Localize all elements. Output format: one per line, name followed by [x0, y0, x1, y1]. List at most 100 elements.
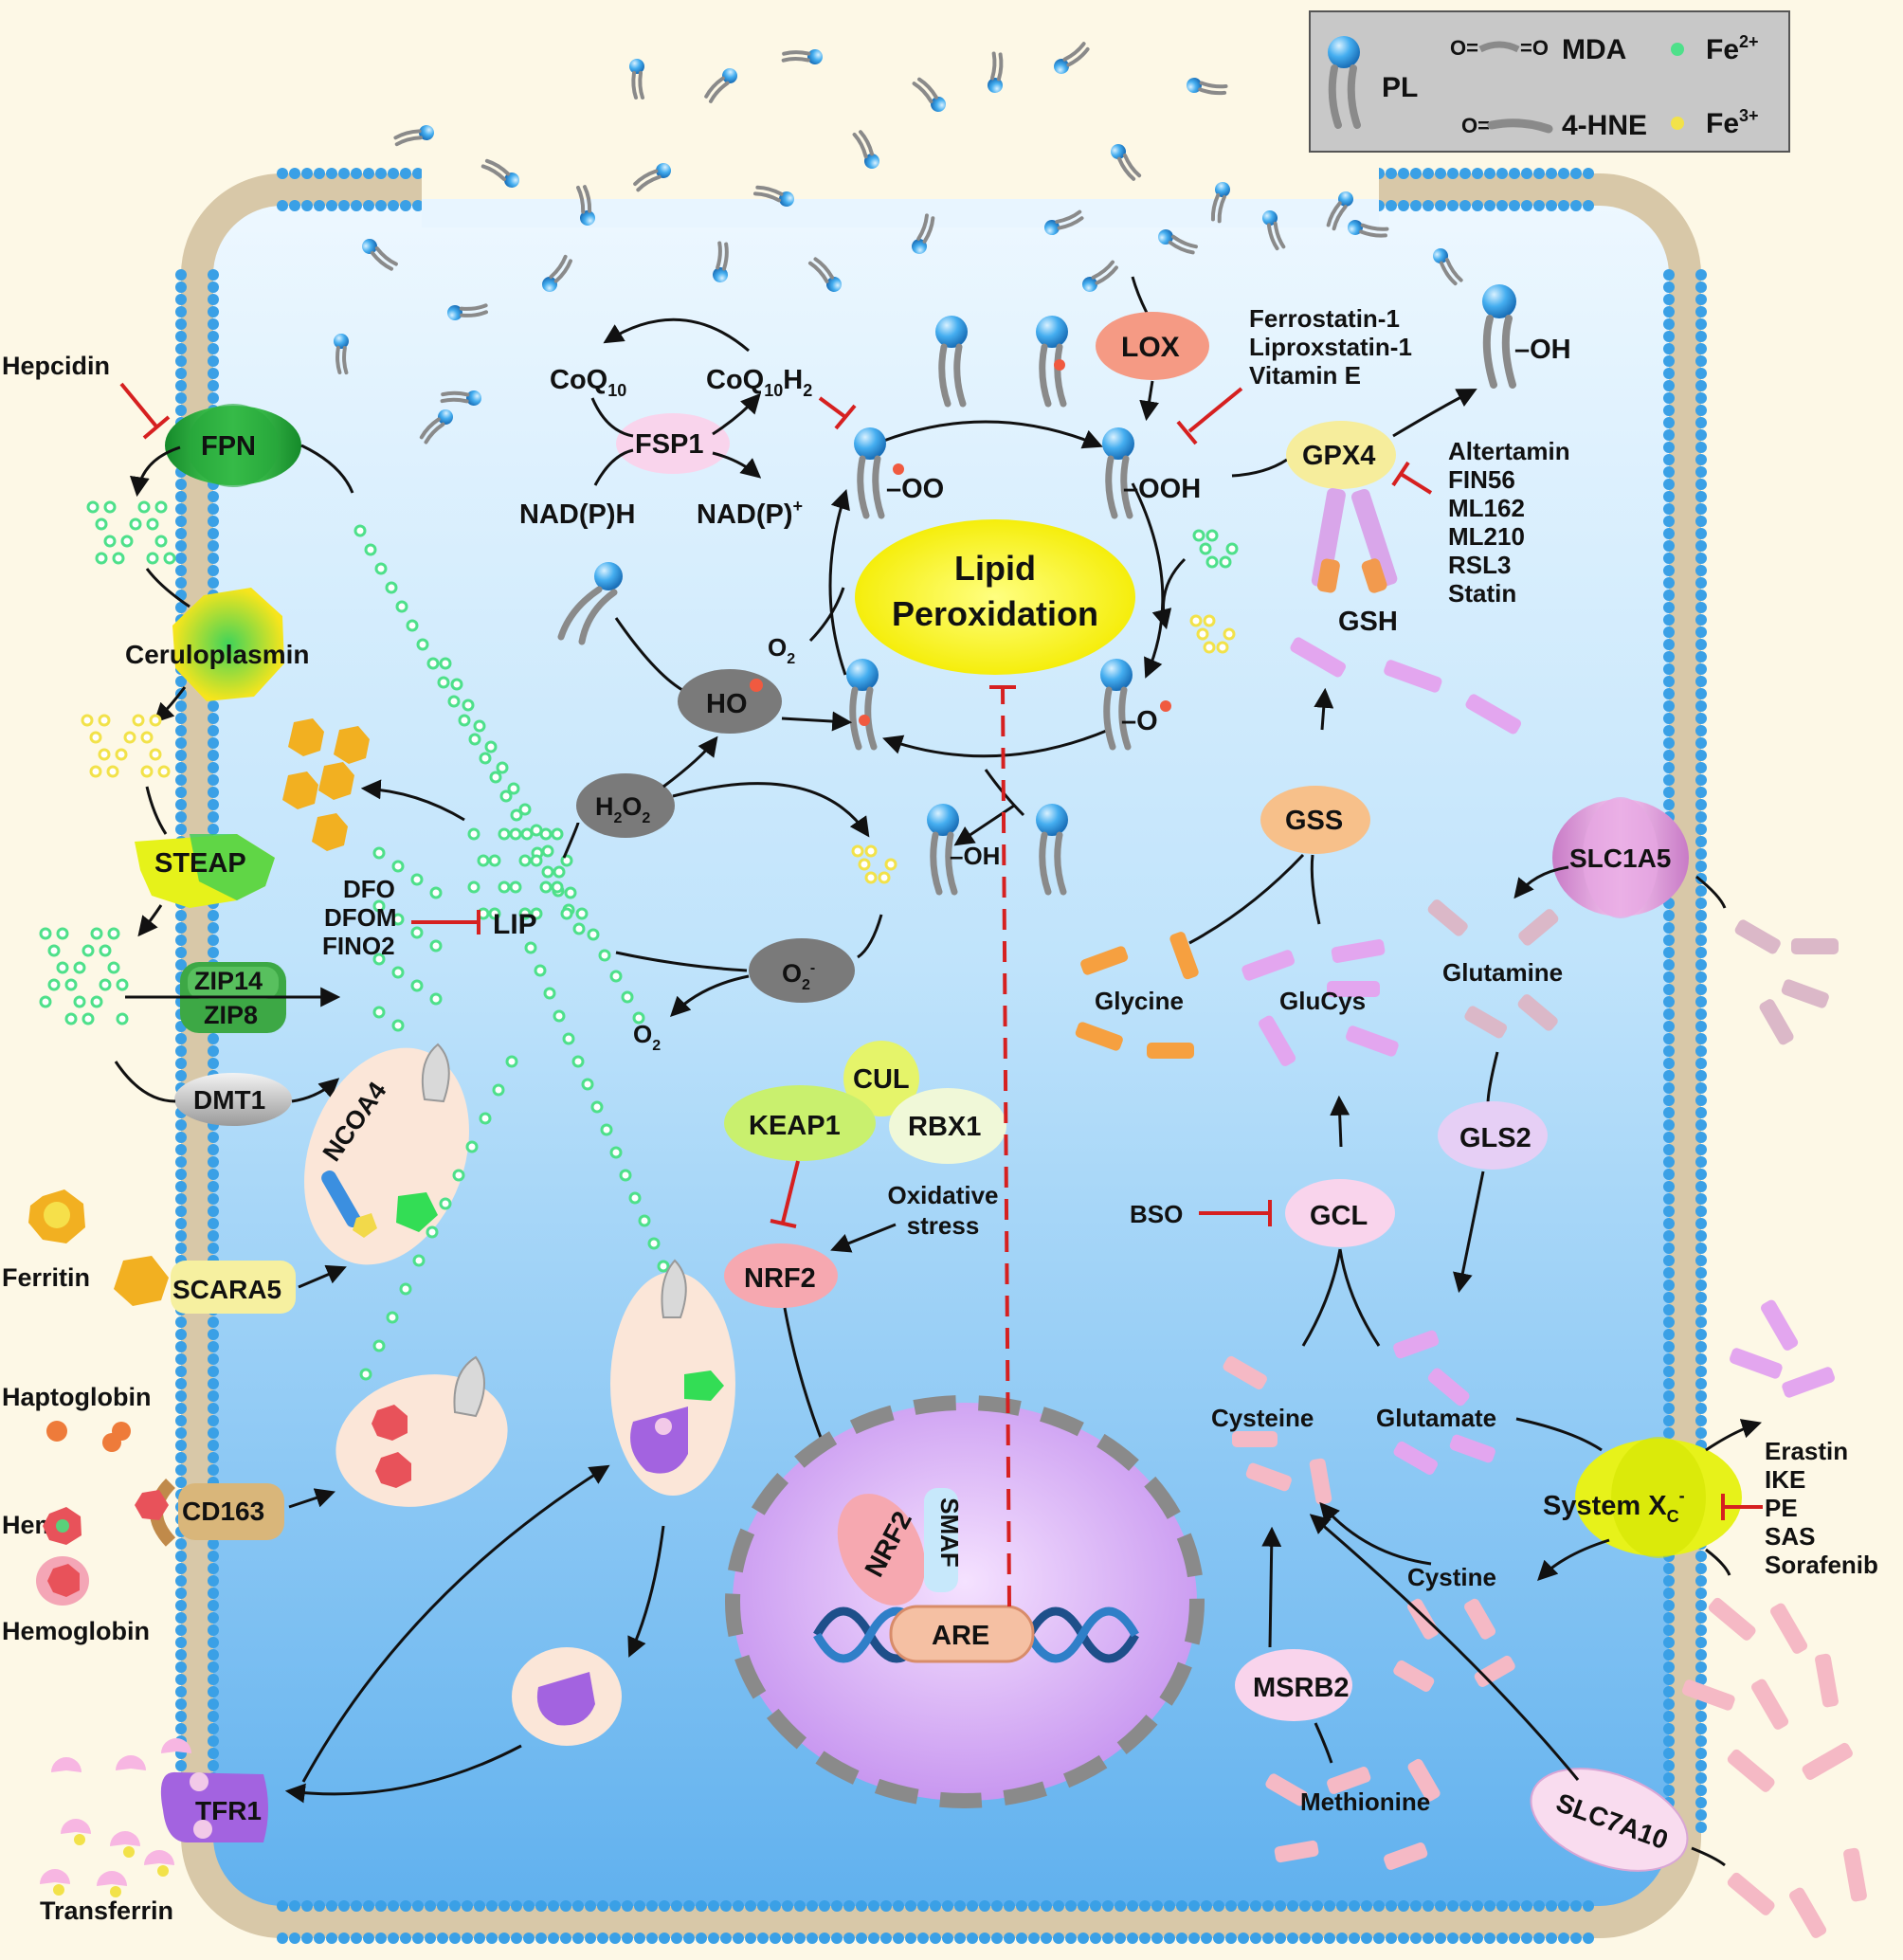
coq10h2-inhibit: [834, 404, 857, 430]
steap-label: STEAP: [154, 848, 246, 879]
zip8-label: ZIP8: [204, 1001, 258, 1029]
gpx4-enzyme: [1286, 421, 1396, 489]
cycle-phospholipids: [846, 316, 1171, 896]
fpn-transporter: FPN: [165, 404, 301, 487]
h2o2-node: [576, 773, 675, 838]
smaf-protein: [924, 1488, 958, 1592]
ferritin-stores: [282, 718, 370, 851]
tfr1-receptor: [160, 1771, 268, 1842]
tfr1-label: TFR1: [195, 1796, 262, 1825]
rbx1-label: RBX1: [908, 1112, 981, 1142]
gpx4-label: GPX4: [1302, 441, 1375, 471]
lipid-peroxidation-line2: Peroxidation: [892, 594, 1098, 633]
steap-protein: [135, 834, 275, 908]
legend-fe2: Fe2+: [1706, 32, 1759, 65]
o2-a-label: O2: [768, 633, 795, 667]
svg-text:=O: =O: [1520, 36, 1549, 60]
legend-fe3: Fe3+: [1706, 106, 1759, 139]
fe3-cluster-mid: [851, 844, 897, 884]
haptoglobin-label: Haptoglobin: [2, 1383, 151, 1411]
nrf2-nuclear: [837, 1494, 926, 1606]
slc1a5-transporter: [1552, 797, 1689, 918]
lox-inhibitor-liproxstatin: Liproxstatin-1: [1249, 333, 1412, 361]
gpx4-inhibitor-3: ML210: [1448, 522, 1525, 551]
legend-pl: PL: [1382, 72, 1418, 103]
h2o2-label: H2O2: [595, 792, 650, 826]
gsh-molecules: [1311, 488, 1398, 593]
rbx1-protein: [889, 1088, 1006, 1164]
xc-inhibitor-1: IKE: [1765, 1465, 1805, 1494]
gls2-enzyme: [1438, 1101, 1548, 1170]
ferritin-label: Ferritin: [2, 1263, 90, 1292]
gpx4-inhibit: [1391, 461, 1410, 487]
msrb2-label: MSRB2: [1253, 1673, 1350, 1703]
coq10-label: CoQ10: [550, 365, 626, 400]
lox-inhibitor-ferrostatin: Ferrostatin-1: [1249, 304, 1400, 333]
membrane-rupture-inner: [422, 199, 1379, 227]
slc7a10-transporter: [1530, 1768, 1689, 1872]
lox-inhibitor-vitamine: Vitamin E: [1249, 361, 1361, 390]
dmt1-label: DMT1: [193, 1085, 265, 1115]
lo-label: –O: [1121, 706, 1158, 736]
lox-label: LOX: [1121, 332, 1180, 363]
msrb2-enzyme: [1235, 1649, 1352, 1721]
pl-oh-label: –OH: [1514, 335, 1571, 365]
keap1-protein: [724, 1085, 876, 1161]
pl-legend-icon: [1328, 36, 1360, 68]
gpx4-inhibitor-1: FIN56: [1448, 465, 1515, 494]
gss-label: GSS: [1285, 806, 1343, 836]
transferrin-icons: [40, 1738, 191, 1897]
gpx4-inhibitor-4: RSL3: [1448, 551, 1511, 579]
nadph-label: NAD(P)H: [519, 499, 635, 530]
legend-mda: MDA: [1562, 34, 1626, 65]
haptoglobin-icon: [46, 1421, 67, 1442]
tfr1-endosome: [610, 1259, 735, 1496]
ceruloplasmin-label: Ceruloplasmin: [125, 640, 309, 669]
are-inhibition-dashed: [1001, 686, 1011, 1607]
fe2-legend-icon: [1671, 43, 1684, 56]
fsp1-enzyme: [616, 413, 730, 474]
xc-inhibitor-2: PE: [1765, 1494, 1798, 1522]
ho-label: HO: [706, 689, 748, 719]
slc1a5-label: SLC1A5: [1569, 844, 1671, 873]
system-xc-transporter: [1575, 1437, 1742, 1558]
heme-on-cd163: [135, 1490, 169, 1520]
extracellular-amino-sticks: [1682, 919, 1867, 1938]
pl-oh-product: [1482, 284, 1516, 389]
looh-label: –OOH: [1123, 474, 1201, 504]
lox-enzyme: [1096, 312, 1209, 380]
oxidative-stress-line1: Oxidative: [887, 1181, 998, 1209]
glycine-label: Glycine: [1095, 987, 1184, 1015]
fsp1-label: FSP1: [635, 429, 704, 460]
xc-inhibitor-4: Sorafenib: [1765, 1551, 1878, 1579]
fpn-label: FPN: [201, 431, 256, 462]
cul-label: CUL: [853, 1064, 910, 1095]
fe2-cluster-extracellular-2: [39, 927, 129, 1025]
cul-protein: [843, 1041, 919, 1116]
keap1-label: KEAP1: [749, 1111, 841, 1141]
mda-legend-icon: O=: [1450, 36, 1478, 60]
fe2-cluster-right: [1192, 529, 1239, 569]
gpx4-inhibitor-0: Altertamin: [1448, 437, 1570, 465]
o2-radical-node: [749, 938, 855, 1003]
fe3-cluster-extracellular: [81, 714, 171, 778]
gpx4-inhibitor-2: ML162: [1448, 494, 1525, 522]
chelator-dfom: DFOM: [324, 903, 397, 932]
amino-acid-sticks: [1075, 637, 1559, 1870]
oxidative-stress-line2: stress: [907, 1211, 980, 1240]
lipid-peroxidation-center: [855, 519, 1135, 675]
are-label: ARE: [932, 1621, 989, 1651]
scara5-ferritin-icon: [114, 1256, 169, 1306]
glucys-label: GluCys: [1279, 987, 1366, 1015]
tfr1-recycling-vesicle: [512, 1647, 622, 1746]
xc-inhibitor-0: Erastin: [1765, 1437, 1848, 1465]
are-element: [889, 1605, 1035, 1663]
ncoa4-autophagosome: [304, 1043, 469, 1265]
scara5-receptor: [171, 1261, 296, 1314]
lip-label: LIP: [493, 909, 537, 940]
hepcidin-label: Hepcidin: [2, 352, 110, 380]
chelator-fino2: FINO2: [322, 932, 395, 960]
